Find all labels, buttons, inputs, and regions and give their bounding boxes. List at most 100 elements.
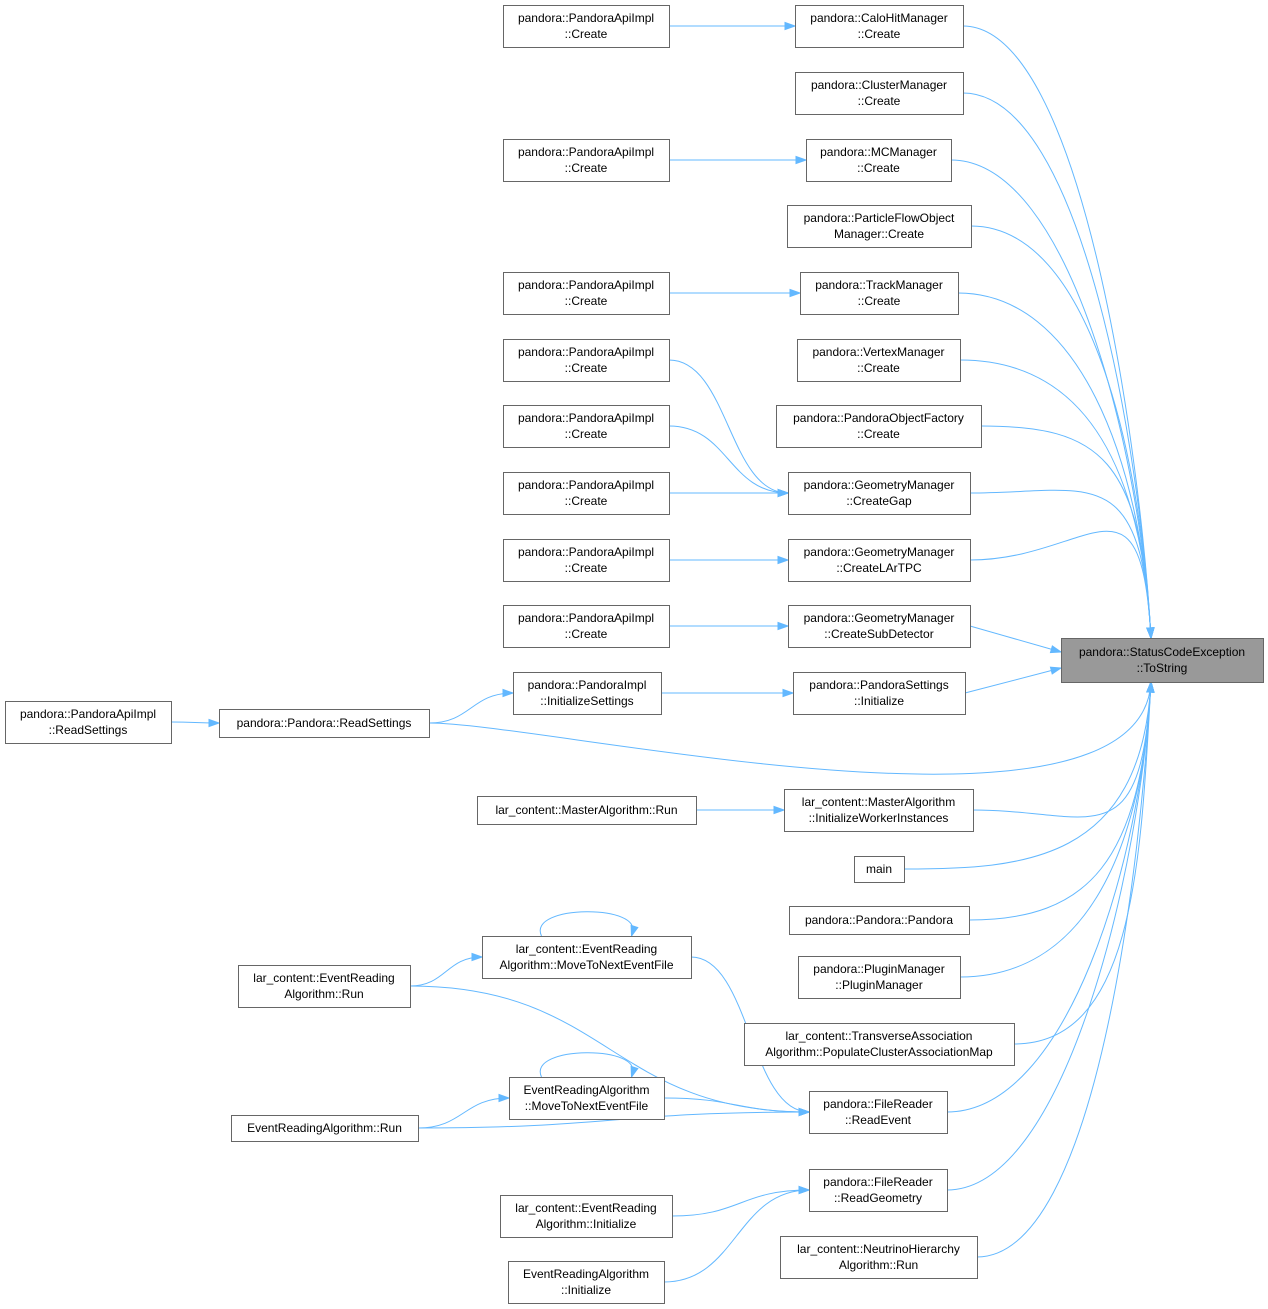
- call-edge: [669, 21, 797, 31]
- graph-node[interactable]: pandora::PandoraApiImpl::ReadSettings: [5, 701, 172, 744]
- graph-node[interactable]: pandora::PandoraApiImpl::Create: [503, 5, 670, 48]
- graph-node[interactable]: pandora::PandoraApiImpl::Create: [503, 405, 670, 448]
- graph-node[interactable]: pandora::GeometryManager::CreateLArTPC: [788, 539, 971, 582]
- edge-line: [970, 225, 1152, 639]
- graph-node[interactable]: pandora::Pandora::ReadSettings: [219, 709, 430, 738]
- node-label: pandora::PandoraApiImpl: [518, 345, 654, 359]
- graph-node[interactable]: lar_content::MasterAlgorithm::Run: [477, 796, 697, 825]
- call-edge: [428, 688, 515, 724]
- graph-node[interactable]: pandora::ClusterManager::Create: [795, 72, 964, 115]
- node-label: pandora::PandoraSettings: [809, 678, 948, 692]
- edge-line: [962, 92, 1152, 639]
- graph-node[interactable]: lar_content::EventReadingAlgorithm::Init…: [500, 1195, 673, 1238]
- node-label: pandora::GeometryManager: [804, 611, 955, 625]
- node-box: [238, 965, 411, 1008]
- node-box: [854, 856, 905, 883]
- graph-node[interactable]: lar_content::TransverseAssociationAlgori…: [744, 1023, 1015, 1066]
- graph-node[interactable]: lar_content::EventReadingAlgorithm::Run: [238, 965, 411, 1008]
- node-label: ::Create: [857, 161, 900, 175]
- graph-node[interactable]: lar_content::MasterAlgorithm::Initialize…: [784, 789, 974, 832]
- graph-node[interactable]: pandora::CaloHitManager::Create: [795, 5, 964, 48]
- focus-node[interactable]: pandora::StatusCodeException::ToString: [1061, 638, 1264, 683]
- call-edge: [409, 952, 484, 987]
- graph-node[interactable]: EventReadingAlgorithm::Run: [231, 1115, 419, 1142]
- graph-node[interactable]: pandora::TrackManager::Create: [800, 272, 959, 315]
- graph-node[interactable]: pandora::PandoraObjectFactory::Create: [776, 405, 982, 448]
- call-edge: [668, 488, 790, 498]
- graph-node[interactable]: pandora::PandoraApiImpl::Create: [503, 605, 670, 648]
- graph-node[interactable]: pandora::PandoraApiImpl::Create: [503, 472, 670, 515]
- node-label: pandora::FileReader: [823, 1175, 932, 1189]
- graph-node[interactable]: pandora::PandoraApiImpl::Create: [503, 272, 670, 315]
- node-box: [788, 472, 971, 515]
- graph-node[interactable]: lar_content::EventReadingAlgorithm::Move…: [482, 936, 692, 979]
- node-label: pandora::PandoraApiImpl: [20, 707, 156, 721]
- graph-node[interactable]: pandora::GeometryManager::CreateSubDetec…: [788, 605, 971, 648]
- node-label: pandora::MCManager: [820, 145, 937, 159]
- edge-arrowhead: [777, 621, 790, 631]
- node-label: EventReadingAlgorithm::Run: [247, 1121, 402, 1135]
- edge-arrowhead: [789, 288, 802, 298]
- edge-line: [668, 425, 789, 494]
- graph-node[interactable]: pandora::PandoraSettings::Initialize: [793, 672, 966, 715]
- node-label: ::Create: [565, 561, 608, 575]
- node-label: ::CreateGap: [846, 494, 912, 508]
- node-label: ::MoveToNextEventFile: [525, 1099, 649, 1113]
- call-edge: [968, 680, 1155, 921]
- edge-arrowhead: [471, 952, 484, 962]
- call-edge: [962, 92, 1155, 640]
- edge-line: [539, 1052, 634, 1078]
- node-label: lar_content::NeutrinoHierarchy: [797, 1242, 960, 1256]
- graph-node[interactable]: pandora::FileReader::ReadGeometry: [809, 1169, 948, 1212]
- node-box: [5, 701, 172, 744]
- call-edge: [417, 1093, 511, 1129]
- call-edge: [668, 288, 802, 298]
- node-box: [508, 1261, 665, 1304]
- graph-node[interactable]: lar_content::NeutrinoHierarchyAlgorithm:…: [780, 1236, 978, 1279]
- node-box: [793, 672, 966, 715]
- node-label: Algorithm::MoveToNextEventFile: [499, 958, 673, 972]
- call-edge: [969, 489, 1155, 640]
- node-label: pandora::PandoraApiImpl: [518, 278, 654, 292]
- edge-arrowhead: [498, 1093, 511, 1103]
- node-label: ::Create: [565, 27, 608, 41]
- graph-node[interactable]: main: [854, 856, 905, 883]
- call-edge: [669, 555, 790, 565]
- graph-node[interactable]: pandora::PandoraApiImpl::Create: [503, 539, 670, 582]
- node-box: [477, 796, 697, 825]
- node-box: [795, 5, 964, 48]
- node-box: [809, 1091, 948, 1134]
- edge-arrowhead: [1146, 680, 1155, 693]
- graph-node[interactable]: pandora::GeometryManager::CreateGap: [788, 472, 971, 515]
- graph-node[interactable]: pandora::PandoraApiImpl::Create: [503, 339, 670, 382]
- edge-arrowhead: [630, 924, 639, 938]
- graph-node[interactable]: pandora::PandoraApiImpl::Create: [503, 139, 670, 182]
- graph-node[interactable]: pandora::PluginManager::PluginManager: [798, 956, 961, 999]
- node-label: pandora::ParticleFlowObject: [804, 211, 955, 225]
- graph-node[interactable]: EventReadingAlgorithm::MoveToNextEventFi…: [509, 1077, 665, 1120]
- node-label: ::CreateSubDetector: [824, 627, 933, 641]
- edge-line: [969, 625, 1062, 653]
- edge-line: [946, 681, 1152, 1191]
- graph-node[interactable]: pandora::FileReader::ReadEvent: [809, 1091, 948, 1134]
- graph-node[interactable]: pandora::VertexManager::Create: [797, 339, 961, 382]
- edge-line: [968, 681, 1152, 921]
- graph-node[interactable]: pandora::MCManager::Create: [806, 139, 952, 182]
- node-box: [788, 605, 971, 648]
- node-box: [482, 936, 692, 979]
- node-box: [800, 272, 959, 315]
- edge-arrowhead: [502, 688, 515, 698]
- call-edge: [969, 625, 1063, 654]
- edge-line: [946, 681, 1152, 1113]
- node-label: ::CreateLArTPC: [836, 561, 922, 575]
- call-edge: [964, 666, 1063, 694]
- call-edge: [976, 680, 1155, 1258]
- graph-node[interactable]: EventReadingAlgorithm::Initialize: [508, 1261, 665, 1304]
- node-box: [780, 1236, 978, 1279]
- node-label: ::Create: [565, 627, 608, 641]
- graph-node[interactable]: pandora::ParticleFlowObjectManager::Crea…: [787, 205, 972, 248]
- graph-node[interactable]: pandora::Pandora::Pandora: [789, 906, 970, 935]
- edge-line: [959, 681, 1152, 978]
- node-label: Algorithm::Initialize: [536, 1217, 637, 1231]
- graph-node[interactable]: pandora::PandoraImpl::InitializeSettings: [513, 672, 662, 715]
